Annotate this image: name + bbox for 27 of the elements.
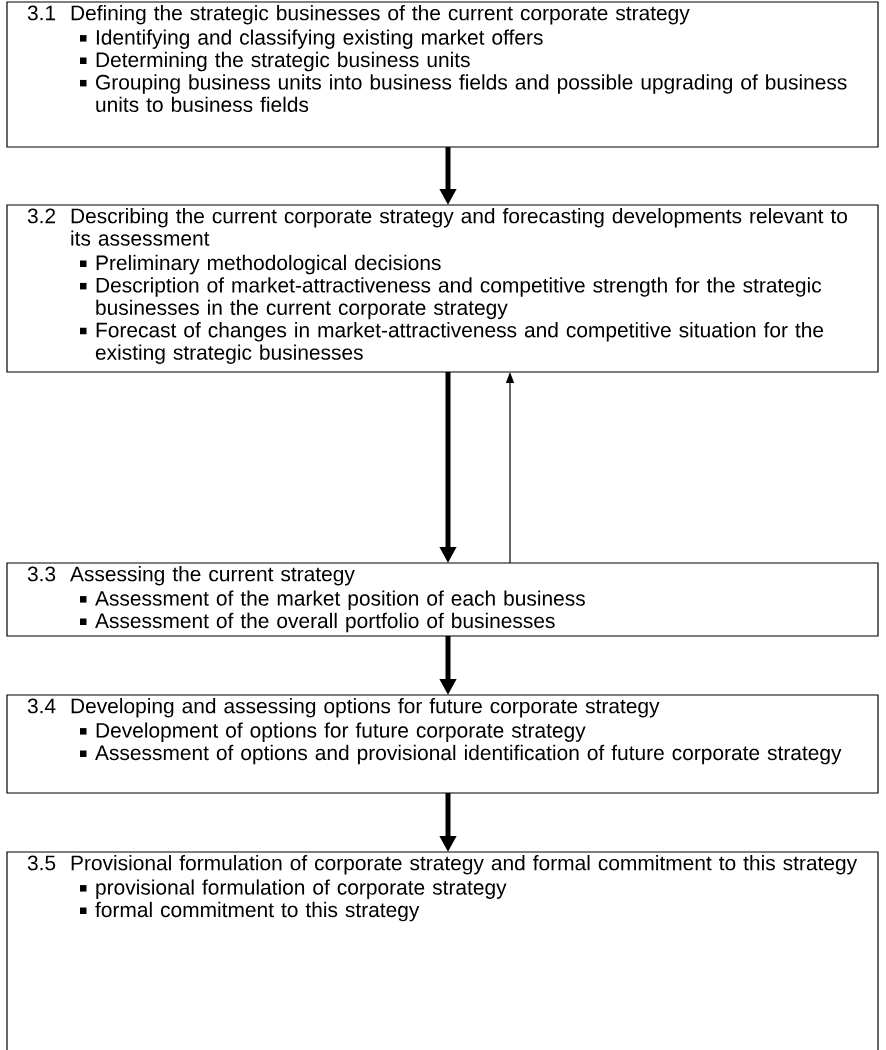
process-box: [6, 562, 879, 637]
process-box: [6, 694, 879, 794]
bullet-item: Description of market-attractiveness and competitive strength for the strategic businesses in the current corporate strategy: [80, 277, 822, 320]
step-heading: Provisional formulation of corporate strategy and formal commitment to this strategy: [71, 855, 858, 875]
process-box: [6, 851, 879, 1050]
bullet-item: Development of options for future corporate strategy: [80, 722, 586, 742]
bullet-item: Forecast of changes in market-attractiveness and competitive situation for the existing strategic businesses: [80, 322, 824, 364]
bullet-item: Assessment of options and provisional identification of future corporate strategy: [80, 744, 842, 765]
bullet-item: Identifying and classifying existing market offers: [80, 29, 543, 49]
bullet-item: Grouping business units into business fields and possible upgrading of business units to business fields: [80, 74, 847, 113]
step-number: 3.4: [27, 698, 56, 714]
bullet-item: Assessment of the market position of each business: [80, 590, 585, 610]
step-heading: Describing the current corporate strategy and forecasting developments relevant to its assessment: [71, 208, 847, 246]
bullet-item: provisional formulation of corporate strategy: [80, 879, 507, 899]
bullet-item: Assessment of the overall portfolio of businesses: [80, 612, 555, 633]
bullet-item: Determining the strategic business units: [80, 51, 470, 72]
step-number: 3.2: [27, 208, 56, 224]
step-heading: Developing and assessing options for future corporate strategy: [71, 698, 660, 718]
step-number: 3.1: [27, 5, 56, 21]
process-box: [6, 204, 879, 373]
step-number: 3.3: [27, 566, 56, 582]
bullet-item: formal commitment to this strategy: [80, 901, 420, 922]
step-heading: Assessing the current strategy: [70, 566, 355, 586]
process-box: [6, 1, 879, 148]
step-heading: Defining the strategic businesses of the current corporate strategy: [71, 5, 690, 25]
step-number: 3.5: [27, 855, 56, 871]
bullet-item: Preliminary methodological decisions: [80, 254, 441, 275]
